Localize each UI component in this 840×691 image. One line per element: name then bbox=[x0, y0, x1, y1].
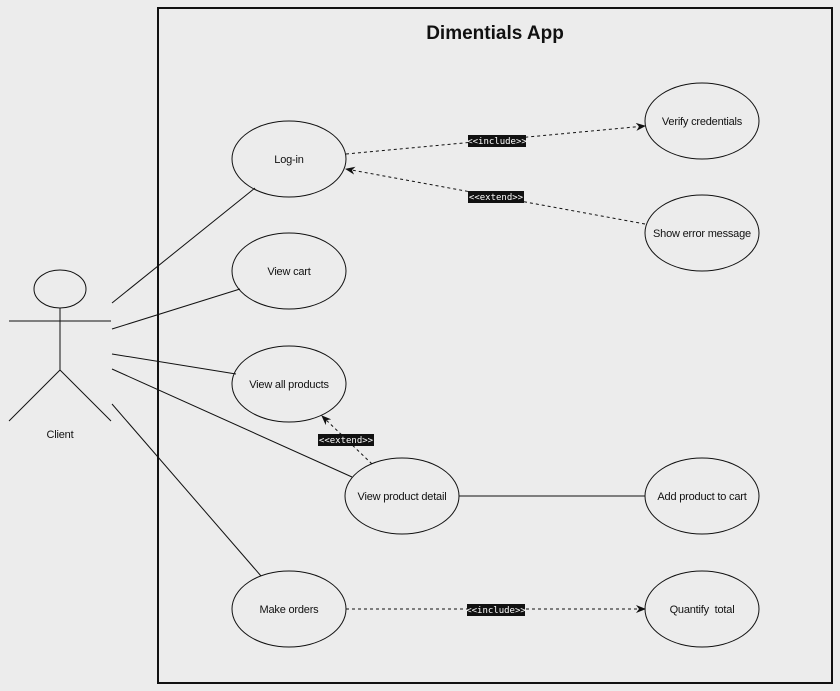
association-view-product-detail bbox=[111, 368, 353, 478]
stereotype-label-extend-error: <<extend>> bbox=[468, 191, 524, 203]
association-view-all-products bbox=[111, 353, 237, 375]
actor-label: Client bbox=[47, 429, 74, 441]
system-title: Dimentials App bbox=[426, 23, 564, 44]
actor-right-leg bbox=[59, 369, 112, 422]
use-case-add-product-to-cart[interactable]: Add product to cart bbox=[644, 457, 760, 535]
association-login bbox=[111, 187, 256, 304]
use-case-quantify-total[interactable]: Quantify total bbox=[644, 570, 760, 648]
stereotype-label-extend-detail: <<extend>> bbox=[318, 434, 374, 446]
actor-left-leg bbox=[8, 369, 61, 422]
actor-client[interactable]: Client bbox=[8, 269, 112, 441]
use-case-view-all-products-label: View all products bbox=[249, 379, 329, 391]
use-case-view-all-products[interactable]: View all products bbox=[231, 345, 347, 423]
stereotype-include-text: <<include>> bbox=[467, 137, 527, 147]
use-case-view-product-detail[interactable]: View product detail bbox=[344, 457, 460, 535]
use-case-verify-credentials-label: Verify credentials bbox=[662, 116, 743, 128]
stereotype-label-include-login: <<include>> bbox=[467, 135, 527, 147]
actor-head bbox=[33, 269, 87, 309]
stereotype-extend-detail-text: <<extend>> bbox=[319, 436, 374, 446]
use-case-make-orders[interactable]: Make orders bbox=[231, 570, 347, 648]
use-case-view-cart-label: View cart bbox=[267, 266, 310, 278]
use-case-login-label: Log-in bbox=[274, 154, 303, 166]
use-case-verify-credentials[interactable]: Verify credentials bbox=[644, 82, 760, 160]
association-view-cart bbox=[111, 288, 241, 330]
use-case-quantify-total-label: Quantify total bbox=[670, 604, 735, 616]
stereotype-include-orders-text: <<include>> bbox=[466, 606, 526, 616]
use-case-add-product-to-cart-label: Add product to cart bbox=[657, 491, 746, 503]
use-case-login[interactable]: Log-in bbox=[231, 120, 347, 198]
use-case-view-cart[interactable]: View cart bbox=[231, 232, 347, 310]
stereotype-label-include-orders: <<include>> bbox=[466, 604, 526, 616]
use-case-show-error-message-label: Show error message bbox=[653, 228, 751, 240]
use-case-make-orders-label: Make orders bbox=[260, 604, 320, 616]
system-boundary bbox=[157, 7, 833, 684]
use-case-view-product-detail-label: View product detail bbox=[358, 491, 447, 503]
stereotype-extend-text: <<extend>> bbox=[469, 193, 524, 203]
use-case-show-error-message[interactable]: Show error message bbox=[644, 194, 760, 272]
association-make-orders bbox=[111, 403, 262, 577]
